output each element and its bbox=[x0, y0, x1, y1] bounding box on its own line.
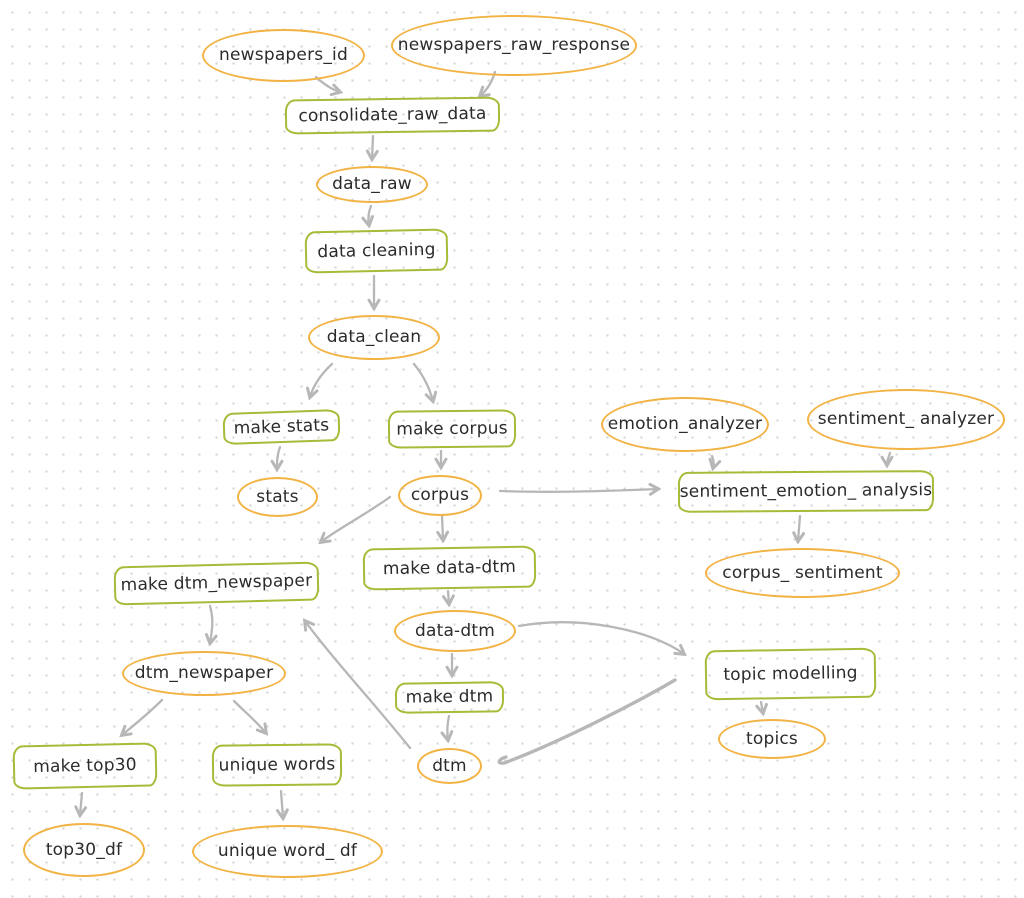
node-label: topics bbox=[746, 728, 798, 749]
edge-corpus-to-make_data_dtm bbox=[442, 513, 443, 540]
node-label: consolidate_raw_data bbox=[298, 103, 487, 127]
node-make_stats: make stats bbox=[222, 408, 341, 446]
node-make_data_dtm: make data-dtm bbox=[362, 545, 537, 591]
node-sentiment_analyzer: sentiment_ analyzer bbox=[807, 389, 1005, 450]
node-consolidate_raw_data: consolidate_raw_data bbox=[284, 96, 501, 135]
edge-dtm_newspaper-to-make_top30 bbox=[122, 698, 164, 735]
edge-make_data_dtm-to-data_dtm bbox=[448, 589, 449, 604]
node-label: make top30 bbox=[32, 754, 137, 777]
node-make_corpus: make corpus bbox=[387, 409, 517, 449]
node-label: data-dtm bbox=[414, 620, 496, 641]
edge-dtm_newspaper-to-unique_words bbox=[232, 699, 266, 733]
edge-make_stats-to-stats bbox=[277, 445, 280, 469]
node-label: data_raw bbox=[332, 174, 412, 194]
edge-make_dtm_newspaper-to-dtm_newspaper bbox=[210, 604, 212, 643]
node-topics: topics bbox=[718, 719, 826, 759]
node-dtm_newspaper: dtm_newspaper bbox=[122, 651, 286, 696]
node-label: make corpus bbox=[396, 417, 508, 440]
edge-sentiment_analyzer-to-sentiment_emotion_analysis bbox=[887, 451, 890, 465]
node-make_dtm_newspaper: make dtm_newspaper bbox=[113, 561, 320, 606]
node-top30_df: top30_df bbox=[23, 823, 145, 877]
node-label: corpus bbox=[410, 485, 470, 505]
node-corpus: corpus bbox=[398, 475, 482, 516]
edge-data_clean-to-make_corpus bbox=[412, 362, 433, 401]
node-unique_words: unique words bbox=[211, 743, 343, 787]
node-make_top30: make top30 bbox=[12, 742, 158, 790]
node-label: newspapers_id bbox=[219, 45, 348, 65]
node-label: make dtm_newspaper bbox=[120, 570, 313, 596]
node-label: unique words bbox=[218, 753, 336, 776]
node-label: emotion_analyzer bbox=[607, 414, 763, 434]
node-label: dtm bbox=[432, 755, 467, 776]
node-corpus_sentiment: corpus_ sentiment bbox=[705, 548, 900, 598]
node-sentiment_emotion_analysis: sentiment_emotion_ analysis bbox=[677, 470, 935, 513]
node-label: dtm_newspaper bbox=[134, 663, 274, 683]
node-data_cleaning: data cleaning bbox=[304, 228, 449, 274]
edge-sentiment_emotion_analysis-to-corpus_sentiment bbox=[798, 514, 800, 541]
node-label: corpus_ sentiment bbox=[722, 562, 883, 583]
node-data_raw: data_raw bbox=[316, 166, 428, 203]
edge-data_clean-to-make_stats bbox=[310, 362, 334, 397]
edge-corpus-to-make_dtm_newspaper bbox=[321, 495, 392, 542]
node-label: top30_df bbox=[45, 839, 123, 860]
edge-corpus-to-sentiment_emotion_analysis bbox=[498, 489, 658, 492]
node-label: data_clean bbox=[326, 327, 422, 347]
node-label: unique word_ df bbox=[217, 841, 358, 861]
edge-data_raw-to-data_cleaning bbox=[368, 204, 371, 225]
node-stats: stats bbox=[237, 477, 318, 517]
node-make_dtm: make dtm bbox=[394, 681, 505, 714]
node-label: sentiment_ analyzer bbox=[817, 409, 995, 429]
node-emotion_analyzer: emotion_analyzer bbox=[601, 397, 769, 452]
node-dtm: dtm bbox=[417, 748, 482, 784]
node-topic_modelling: topic modelling bbox=[704, 647, 877, 701]
node-label: make stats bbox=[233, 414, 330, 439]
node-label: data cleaning bbox=[317, 239, 436, 262]
node-label: make dtm bbox=[405, 686, 494, 708]
edge-newspapers_raw_response-to-consolidate_raw_data bbox=[480, 70, 497, 96]
edge-topic_modelling-to-topics bbox=[761, 700, 763, 713]
node-unique_word_df: unique word_ df bbox=[192, 825, 383, 878]
node-label: make data-dtm bbox=[382, 556, 517, 579]
node-data_dtm: data-dtm bbox=[394, 610, 516, 652]
node-label: sentiment_emotion_ analysis bbox=[679, 480, 933, 502]
edge-make_dtm-to-dtm bbox=[447, 714, 449, 740]
node-data_clean: data_clean bbox=[308, 315, 440, 360]
edge-data_dtm-to-topic_modelling bbox=[517, 621, 684, 654]
node-label: stats bbox=[256, 486, 299, 507]
edge-unique_words-to-unique_word_df bbox=[281, 789, 283, 818]
edge-consolidate_raw_data-to-data_raw bbox=[372, 134, 373, 159]
node-newspapers_raw_response: newspapers_raw_response bbox=[391, 15, 637, 76]
node-label: topic modelling bbox=[723, 662, 858, 685]
edge-dtm-to-topic_modelling bbox=[497, 678, 677, 765]
edge-make_top30-to-top30_df bbox=[80, 791, 82, 815]
node-label: newspapers_raw_response bbox=[397, 35, 631, 55]
edge-dtm-to-make_dtm_newspaper bbox=[305, 621, 412, 750]
edge-emotion_analyzer-to-sentiment_emotion_analysis bbox=[712, 454, 714, 468]
node-newspapers_id: newspapers_id bbox=[202, 29, 365, 82]
